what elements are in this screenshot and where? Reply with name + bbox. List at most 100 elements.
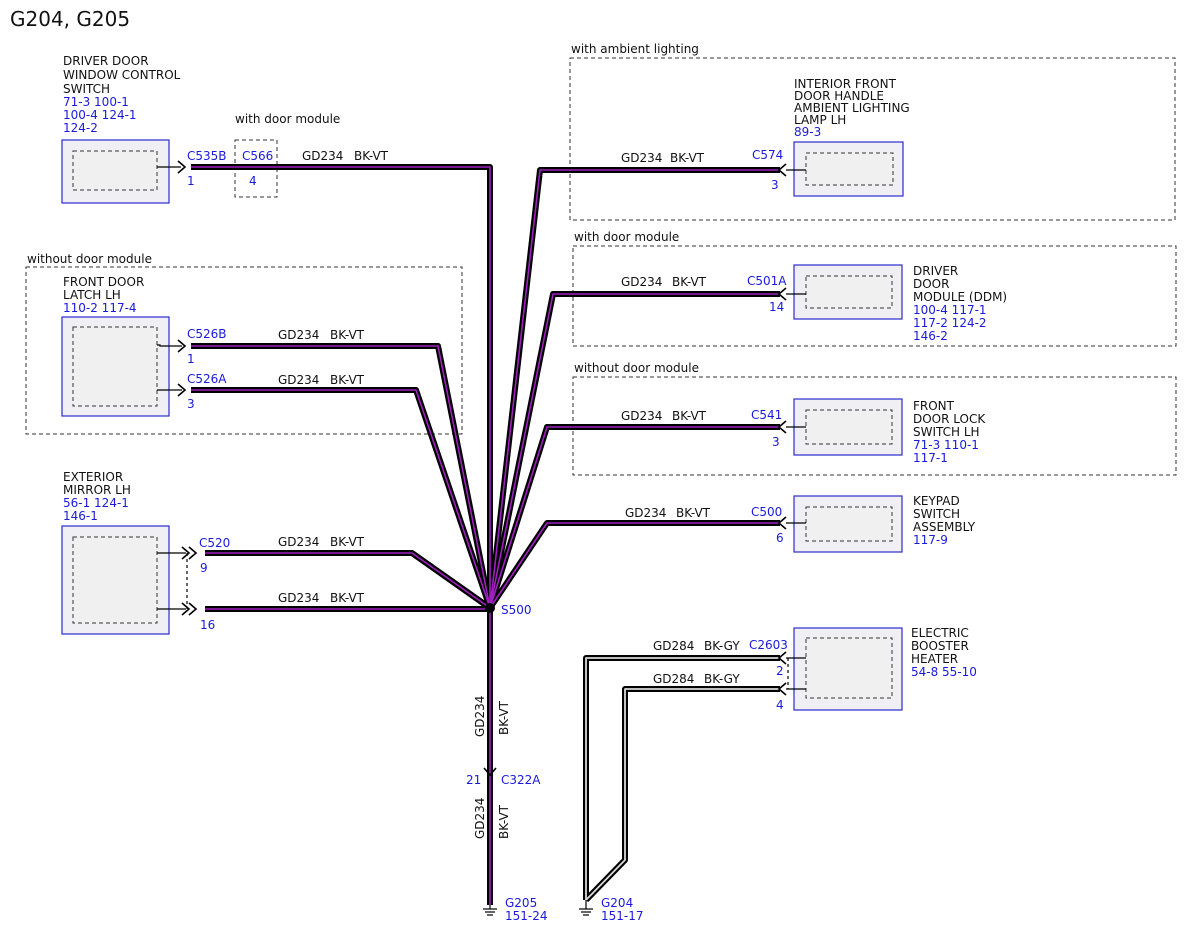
connector-c541: C541 — [751, 408, 782, 422]
component-ref-line: 117-9 — [913, 533, 948, 547]
component-name-line: ASSEMBLY — [913, 520, 976, 534]
component-door-lock-switch: FRONT DOOR LOCK SWITCH LH 71-3 110-1 117… — [793, 398, 989, 465]
region-door-module-right — [572, 245, 1177, 347]
component-name-line: DRIVER — [913, 264, 958, 278]
connector-c520: C520 — [199, 536, 230, 550]
wire-circuit-label: GD234 — [621, 275, 662, 289]
wire-circuit-label: GD234 — [278, 328, 319, 342]
component-name-line: KEYPAD — [913, 494, 960, 508]
ground-g204-label: G204 — [601, 896, 633, 910]
diagram-title: G204, G205 — [10, 7, 130, 31]
splice-label: S500 — [501, 603, 532, 617]
wire-circuit-label: GD234 — [625, 506, 666, 520]
svg-text:100-4 117-1 117-2 124-2: 100-4 117-1 117-2 124-2 146-2 — [913, 303, 990, 343]
wire-color-label: BK-GY — [704, 639, 740, 653]
svg-text:89-3: 89-3 — [794, 125, 821, 139]
component-ref-line: 117-1 — [913, 451, 948, 465]
connector-c2603: C2603 — [749, 638, 788, 652]
ground-g204-icon — [579, 900, 593, 916]
region-ambient-lighting — [569, 57, 1176, 221]
component-ref-line: 100-4 117-1 — [913, 303, 987, 317]
wire-color-label: BK-VT — [670, 151, 705, 165]
component-keypad-switch: KEYPAD SWITCH ASSEMBLY 117-9 — [793, 494, 976, 553]
wire-color-label: BK-VT — [330, 535, 365, 549]
component-name-line: WINDOW CONTROL — [63, 68, 181, 82]
connector-c566-pin: 4 — [249, 174, 257, 188]
connector-c520-pin-16: 16 — [200, 618, 215, 632]
wire-color-label: BK-VT — [672, 275, 707, 289]
wire-circuit-label: GD284 — [653, 639, 694, 653]
region-no-door-module-left-label: without door module — [27, 252, 152, 266]
component-ref-line: 71-3 110-1 — [913, 438, 979, 452]
connector-c500-pin: 6 — [776, 531, 784, 545]
svg-text:EXTERIOR MIRROR LH: EXTERIOR MIRROR LH — [63, 470, 131, 497]
ground-g205-icon — [483, 905, 497, 916]
connector-c520-pin-9: 9 — [200, 561, 208, 575]
region-ambient-label: with ambient lighting — [571, 42, 699, 56]
region-no-door-module-right-label: without door module — [574, 361, 699, 375]
component-front-door-latch: FRONT DOOR LATCH LH 110-2 117-4 — [61, 275, 170, 417]
component-name-line: DOOR LOCK — [913, 412, 986, 426]
wire-labels: GD234 BK-VT GD234 BK-VT GD234 BK-VT GD23… — [278, 149, 740, 839]
component-ref-line: 146-1 — [63, 509, 98, 523]
component-name-line: BOOSTER — [911, 639, 969, 653]
connector-c541-pin: 3 — [772, 435, 780, 449]
component-name-line: MODULE (DDM) — [913, 290, 1007, 304]
component-ref-line: 146-2 — [913, 329, 948, 343]
connector-c574: C574 — [752, 148, 783, 162]
wire-circuit-label: GD234 — [278, 535, 319, 549]
component-name-line: INTERIOR FRONT — [794, 77, 897, 91]
component-name-line: LATCH LH — [63, 288, 121, 302]
wire-circuit-label-vertical: GD234 — [473, 696, 487, 737]
svg-text:54-8 55-10: 54-8 55-10 — [911, 665, 977, 679]
component-ref-line: 71-3 100-1 — [63, 95, 129, 109]
connector-c2603-pin-4: 4 — [776, 698, 784, 712]
component-internal-stubs — [157, 166, 806, 690]
wire-color-label: BK-VT — [676, 506, 711, 520]
component-name-line: FRONT — [913, 399, 955, 413]
component-ref-line: 56-1 124-1 — [63, 496, 129, 510]
connector-c535b-pin: 1 — [187, 174, 195, 188]
component-name-line: HEATER — [911, 652, 958, 666]
component-ref-line: 110-2 117-4 — [63, 301, 137, 315]
ground-g204-ref: 151-17 — [601, 909, 644, 923]
component-ref-line: 117-2 124-2 — [913, 316, 987, 330]
wire-color-label: BK-GY — [704, 672, 740, 686]
wire-color-label: BK-VT — [330, 328, 365, 342]
wire-color-label-vertical: BK-VT — [497, 700, 511, 735]
component-name-line: ELECTRIC — [911, 626, 969, 640]
region-door-module-right-label: with door module — [574, 230, 679, 244]
connector-c526b-pin: 1 — [187, 352, 195, 366]
region-no-door-module-left — [25, 266, 463, 435]
wire-circuit-label: GD234 — [302, 149, 343, 163]
connector-c500: C500 — [751, 505, 782, 519]
wire-circuit-label: GD234 — [621, 409, 662, 423]
splice-s500-dot — [485, 603, 495, 613]
svg-text:FRONT DOOR LOCK SW: FRONT DOOR LOCK SWITCH LH — [913, 399, 989, 439]
wire-color-label-vertical: BK-VT — [497, 804, 511, 839]
wire-color-label: BK-VT — [672, 409, 707, 423]
wire-circuit-label: GD284 — [653, 672, 694, 686]
region-door-module-left-label: with door module — [235, 112, 340, 126]
svg-text:56-1 124-1 146-1: 56-1 124-1 146-1 — [63, 496, 133, 523]
connector-c322a-pin: 21 — [466, 773, 481, 787]
svg-text:110-2 117-4: 110-2 117-4 — [63, 301, 137, 315]
wire-circuit-label: GD234 — [278, 591, 319, 605]
wire-harness-gd234 — [191, 164, 780, 905]
wire-circuit-label: GD234 — [278, 373, 319, 387]
wire-circuit-label: GD234 — [621, 151, 662, 165]
connector-c501a-pin: 14 — [769, 300, 784, 314]
component-name-line: SWITCH — [913, 507, 960, 521]
ground-g205-label: G205 — [505, 896, 537, 910]
component-name-line: DOOR — [913, 277, 949, 291]
component-name-line: DRIVER DOOR — [63, 54, 149, 68]
component-name-line: LAMP LH — [794, 113, 846, 127]
ground-g205-ref: 151-24 — [505, 909, 548, 923]
connector-c526a-pin: 3 — [187, 397, 195, 411]
component-name-line: EXTERIOR — [63, 470, 123, 484]
component-name-line: FRONT DOOR — [63, 275, 144, 289]
connector-arrows — [177, 160, 787, 777]
component-door-handle-lamp: INTERIOR FRONT DOOR HANDLE AMBIENT LIGHT… — [793, 77, 910, 197]
svg-text:ELECTRIC BOOSTER H: ELECTRIC BOOSTER HEATER — [911, 626, 973, 666]
